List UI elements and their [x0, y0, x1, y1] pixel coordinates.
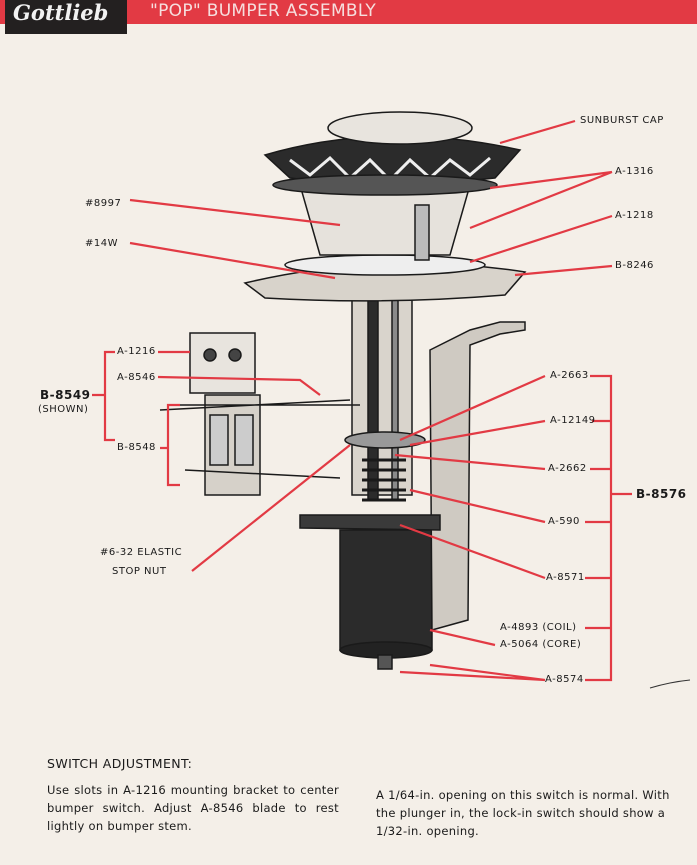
label-a8571: A-8571 [546, 572, 585, 583]
label-a8546: A-8546 [117, 372, 156, 383]
label-a12149: A-12149 [550, 415, 596, 426]
label-a1316: A-1316 [615, 166, 654, 177]
core [377, 654, 393, 670]
label-b8548: B-8548 [117, 442, 156, 453]
label-elastic: #6-32 ELASTIC [100, 547, 183, 558]
pen-mark [649, 679, 691, 689]
page-title: "POP" BUMPER ASSEMBLY [150, 1, 377, 21]
label-shown: (SHOWN) [38, 404, 89, 415]
label-a1218: A-1218 [615, 210, 654, 221]
coil-bracket [429, 321, 526, 631]
label-a2662: A-2662 [548, 463, 587, 474]
stem-frame [351, 294, 413, 496]
callout-lines [92, 119, 632, 682]
label-14w: #14W [85, 238, 118, 249]
label-b8576: B-8576 [636, 487, 687, 501]
label-a5064-core: A-5064 (CORE) [500, 639, 582, 650]
label-a8574: A-8574 [545, 674, 584, 685]
coil [339, 529, 433, 651]
label-8997: #8997 [85, 198, 122, 209]
label-a1216: A-1216 [117, 346, 156, 357]
assembly-illustration [159, 111, 527, 670]
label-sunburst-cap: SUNBURST CAP [580, 115, 664, 126]
label-b8549: B-8549 [40, 388, 91, 402]
switch-adjustment-heading: SWITCH ADJUSTMENT: [47, 756, 193, 771]
label-stop-nut: STOP NUT [112, 566, 167, 577]
label-a590: A-590 [548, 516, 580, 527]
label-b8246: B-8246 [615, 260, 654, 271]
note-right: A 1/64-in. opening on this switch is nor… [376, 788, 670, 838]
switch-bracket [189, 332, 256, 394]
note-left: Use slots in A-1216 mounting bracket to … [47, 783, 339, 833]
label-a2663: A-2663 [550, 370, 589, 381]
gottlieb-logo: Gottlieb [5, 0, 127, 34]
label-a4893-coil: A-4893 (COIL) [500, 622, 577, 633]
